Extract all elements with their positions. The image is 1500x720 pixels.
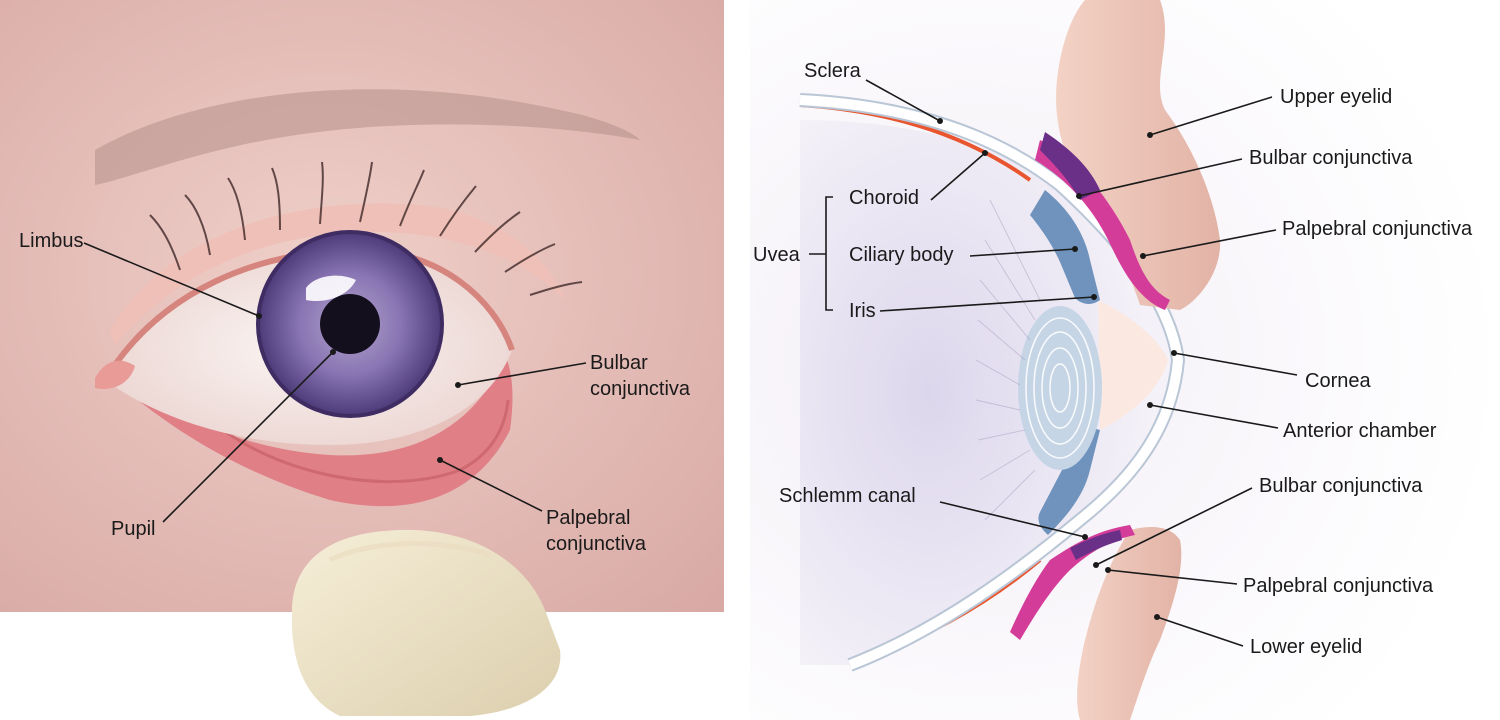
leader-schlemm	[939, 501, 1086, 538]
bulbar-conjunctiva-lower	[1070, 530, 1122, 560]
leader-limbus	[83, 242, 260, 317]
pupil-disc	[320, 294, 380, 354]
leader-palpebral-lower	[1107, 569, 1238, 585]
label-sclera: Sclera	[804, 60, 861, 82]
external-eye-illustration	[0, 0, 724, 716]
lower-eyelid-rim	[120, 355, 513, 507]
leader-bulbar-lower	[1095, 487, 1253, 566]
label-anterior-chamber: Anterior chamber	[1283, 420, 1437, 442]
eyelashes	[149, 161, 583, 296]
palpebral-conjunctiva-upper	[1035, 140, 1170, 310]
upper-eyelid-fold	[110, 203, 565, 345]
leader-upper-eyelid	[1149, 96, 1273, 136]
label-schlemm-canal: Schlemm canal	[779, 485, 916, 507]
label-palpebral-conjunctiva-left: Palpebral conjunctiva	[546, 505, 646, 557]
ciliary-body-lower	[1038, 428, 1100, 535]
label-limbus: Limbus	[19, 230, 84, 252]
leader-cornea	[1173, 352, 1298, 376]
lens	[1018, 306, 1102, 470]
bulbar-conjunctiva-upper	[1040, 132, 1100, 200]
eyebrow	[95, 89, 640, 185]
label-ciliary-body: Ciliary body	[849, 244, 954, 266]
label-choroid: Choroid	[849, 187, 920, 209]
label-cornea: Cornea	[1305, 370, 1371, 392]
label-uvea: Uvea	[753, 244, 800, 266]
ciliary-fibers	[975, 199, 1041, 521]
limbus-ring	[256, 230, 444, 418]
label-palpebral-conjunctiva-upper: Palpebral conjunctiva	[1282, 218, 1473, 240]
sclera-cornea-band	[799, 95, 1184, 670]
leader-sclera	[865, 79, 941, 122]
leader-palpebral-upper	[1142, 229, 1277, 257]
ciliary-body-upper	[1030, 190, 1100, 304]
label-palpebral-line1: Palpebral	[546, 507, 631, 529]
label-palpebral-conjunctiva-lower: Palpebral conjunctiva	[1243, 575, 1434, 597]
label-pupil: Pupil	[111, 518, 156, 540]
label-bulbar-conjunctiva-upper: Bulbar conjunctiva	[1249, 147, 1413, 169]
leader-lower-eyelid	[1156, 616, 1244, 647]
leader-ciliary-body	[969, 248, 1076, 257]
leader-bulbar-left	[457, 362, 587, 386]
leader-palpebral-left	[439, 459, 543, 512]
label-bulbar-conjunctiva-lower: Bulbar conjunctiva	[1259, 475, 1423, 497]
label-bulbar-line1: Bulbar	[590, 352, 648, 374]
leader-anterior-chamber	[1149, 404, 1279, 429]
anterior-chamber-fill	[1098, 300, 1168, 430]
leader-iris	[879, 296, 1095, 312]
leader-bulbar-upper	[1078, 158, 1243, 197]
label-iris: Iris	[849, 300, 876, 322]
leader-choroid	[930, 152, 986, 201]
corneal-highlight	[306, 275, 356, 302]
finger	[291, 529, 561, 716]
leader-lines	[83, 79, 1298, 647]
leader-pupil	[162, 351, 334, 523]
label-bulbar-line2: conjunctiva	[590, 378, 691, 400]
caruncle	[95, 360, 135, 390]
label-lower-eyelid: Lower eyelid	[1250, 636, 1363, 658]
label-upper-eyelid: Upper eyelid	[1280, 86, 1393, 108]
upper-eyelid	[1056, 0, 1221, 310]
label-bulbar-conjunctiva-left: Bulbar conjunctiva	[590, 350, 690, 402]
label-palpebral-line2: conjunctiva	[546, 533, 647, 555]
